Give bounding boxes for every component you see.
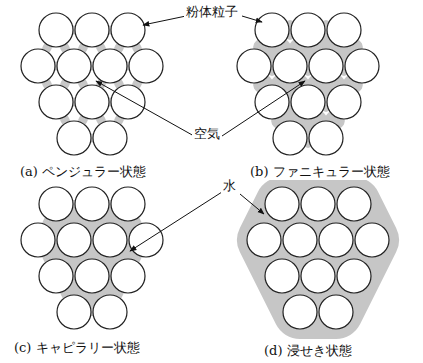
immersion-panel — [247, 187, 389, 329]
powder-particle — [327, 13, 361, 47]
capillary-panel — [21, 187, 163, 329]
funicular-panel — [237, 13, 379, 155]
leader-line — [222, 81, 305, 136]
powder-particle — [255, 13, 289, 47]
powder-particle — [75, 13, 109, 47]
powder-particle — [111, 85, 145, 119]
powder-particle — [39, 187, 73, 221]
powder-particle — [75, 85, 109, 119]
powder-particle — [129, 223, 163, 257]
part-name: 空気 — [192, 126, 222, 142]
powder-particle — [337, 187, 371, 221]
panel-caption: (d) 浸せき状態 — [262, 343, 354, 359]
part-name: 粉体粒子 — [184, 4, 240, 20]
powder-particle — [283, 295, 317, 329]
powder-particle — [309, 121, 343, 155]
leader-line — [240, 194, 264, 214]
panel-caption: (c) キャピラリー状態 — [12, 340, 142, 356]
powder-particle — [57, 223, 91, 257]
powder-particle — [309, 49, 343, 83]
powder-particle — [21, 223, 55, 257]
powder-particle — [265, 187, 299, 221]
powder-particle — [273, 49, 307, 83]
powder-particle — [301, 187, 335, 221]
powder-particle — [319, 295, 353, 329]
powder-particle — [283, 223, 317, 257]
powder-particle — [265, 259, 299, 293]
powder-particle — [301, 259, 335, 293]
powder-particle — [39, 259, 73, 293]
pendular-panel — [21, 13, 163, 155]
powder-particle — [355, 223, 389, 257]
powder-particle — [93, 121, 127, 155]
powder-particle — [57, 295, 91, 329]
powder-particle — [57, 49, 91, 83]
powder-particle — [39, 13, 73, 47]
powder-particle — [111, 259, 145, 293]
powder-particle — [337, 259, 371, 293]
powder-particle — [75, 187, 109, 221]
powder-particle — [291, 13, 325, 47]
powder-particle — [247, 223, 281, 257]
leader-line — [143, 16, 186, 25]
powder-particle — [319, 223, 353, 257]
part-name: 水 — [221, 178, 238, 194]
panel-caption: (a) ペンジュラー状態 — [18, 164, 148, 180]
powder-particle — [39, 85, 73, 119]
powder-particle — [111, 187, 145, 221]
powder-particle — [327, 85, 361, 119]
powder-particle — [273, 121, 307, 155]
powder-particle — [345, 49, 379, 83]
powder-particle — [57, 121, 91, 155]
powder-particle — [21, 49, 55, 83]
powder-particle — [129, 49, 163, 83]
leader-line — [96, 81, 194, 136]
powder-particle — [75, 259, 109, 293]
powder-particle — [111, 13, 145, 47]
leader-line — [242, 16, 262, 22]
powder-particle — [255, 85, 289, 119]
powder-particle — [291, 85, 325, 119]
powder-particle — [93, 223, 127, 257]
powder-particle — [93, 49, 127, 83]
panel-caption: (b) ファニキュラー状態 — [248, 164, 392, 180]
powder-particle — [237, 49, 271, 83]
powder-particle — [93, 295, 127, 329]
leader-line — [130, 192, 222, 251]
